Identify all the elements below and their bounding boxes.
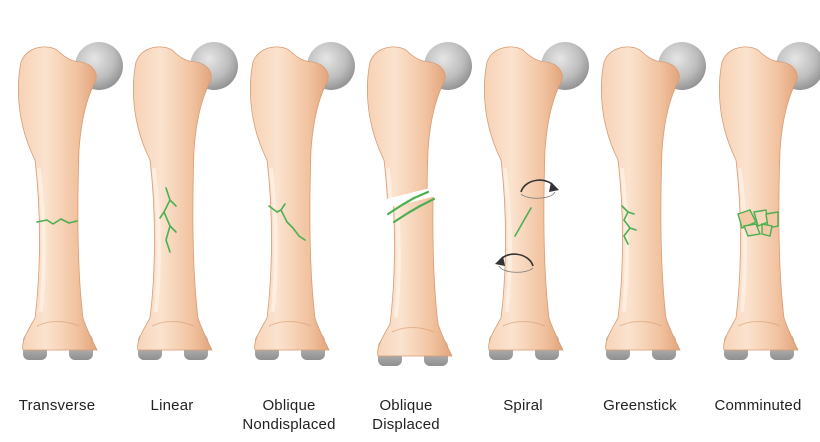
femur-linear: [132, 42, 238, 360]
femur-transverse: [17, 42, 123, 360]
femur-greenstick: [600, 42, 706, 360]
femur-oblique-displaced: [366, 42, 472, 366]
femur-shaft: [132, 46, 213, 351]
femur-shaft: [249, 46, 330, 351]
label-linear: Linear: [107, 396, 237, 415]
label-line: Nondisplaced: [242, 416, 336, 433]
label-greenstick: Greenstick: [575, 396, 705, 415]
distal-shadow: [391, 327, 435, 333]
fracture-line: [268, 203, 306, 241]
label-line: Transverse: [18, 397, 96, 414]
shaft-highlight: [620, 168, 629, 312]
femur-spiral: [483, 42, 589, 360]
distal-shadow: [36, 321, 80, 327]
shaft-highlight: [738, 168, 747, 312]
femur-oblique-nondisplaced: [249, 42, 355, 360]
fracture-line: [36, 218, 78, 225]
femur-shaft: [718, 46, 799, 351]
label-line: Linear: [150, 397, 194, 414]
bone-fragments: [737, 209, 779, 237]
shaft-highlight: [503, 168, 512, 312]
fracture-line: [514, 207, 532, 237]
femur-shaft: [17, 46, 98, 351]
distal-shadow: [151, 321, 195, 327]
femur-comminuted: [718, 42, 820, 360]
label-comminuted: Comminuted: [693, 396, 820, 415]
label-line: Spiral: [503, 397, 543, 414]
label-line: Oblique: [379, 397, 433, 414]
label-line: Comminuted: [714, 397, 802, 414]
fracture-line: [159, 187, 177, 253]
label-line: Greenstick: [603, 397, 677, 414]
shaft-highlight: [37, 168, 46, 312]
shaft-highlight: [386, 168, 395, 214]
label-line: Displaced: [372, 416, 440, 433]
distal-shadow: [268, 321, 312, 327]
fracture-line: [621, 205, 637, 245]
distal-shadow: [619, 321, 663, 327]
label-line: Oblique: [262, 397, 316, 414]
fracture-line: [386, 190, 430, 216]
fracture-line: [392, 197, 436, 224]
rotate-arrow-icon: [495, 253, 534, 273]
femur-shaft: [372, 182, 453, 357]
distal-shadow: [737, 321, 781, 327]
shaft-highlight: [152, 168, 161, 312]
label-spiral: Spiral: [458, 396, 588, 415]
femur-shaft: [483, 46, 564, 351]
femur-shaft: [600, 46, 681, 351]
label-transverse: Transverse: [0, 396, 122, 415]
rotate-arrow-icon: [520, 179, 559, 199]
distal-shadow: [502, 321, 546, 327]
shaft-highlight: [269, 168, 278, 312]
